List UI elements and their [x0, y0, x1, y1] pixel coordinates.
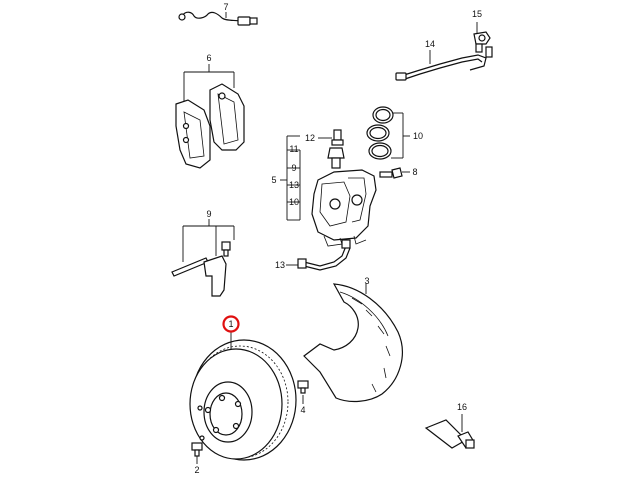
callout-4: 4: [300, 405, 305, 415]
callout-14: 14: [425, 39, 435, 49]
callout-12: 12: [305, 133, 315, 143]
callout-10-caliper: 10: [289, 197, 299, 207]
callout-2: 2: [194, 465, 199, 475]
callout-15: 15: [472, 9, 482, 19]
callout-8: 8: [412, 167, 417, 177]
callout-9-caliper: 9: [291, 163, 296, 173]
part-12-bleeder[interactable]: [331, 129, 344, 146]
part-14-brake-line[interactable]: [395, 46, 493, 81]
part-4-screw[interactable]: [297, 380, 309, 394]
part-10-seals[interactable]: [366, 106, 394, 160]
callout-5: 5: [271, 175, 276, 185]
part-7-wear-sensor[interactable]: [178, 11, 258, 26]
part-16-grease-tube[interactable]: [424, 419, 475, 449]
callout-13-caliper: 13: [289, 180, 299, 190]
callout-6: 6: [206, 53, 211, 63]
callout-13-hose: 13: [275, 260, 285, 270]
part-6-brake-pads[interactable]: [175, 64, 245, 169]
part-8-bolt[interactable]: [379, 167, 403, 179]
callout-1-highlight[interactable]: 1: [222, 315, 240, 351]
part-11-cap[interactable]: [327, 147, 345, 169]
part-2-disc-screw[interactable]: [191, 442, 203, 457]
part-1-brake-disc[interactable]: [189, 339, 297, 461]
callout-16: 16: [457, 402, 467, 412]
callout-1: 1: [228, 319, 233, 329]
part-15-fitting[interactable]: [473, 31, 491, 53]
callout-3: 3: [364, 276, 369, 286]
brake-caliper[interactable]: [311, 169, 377, 247]
part-9-pad-hardware[interactable]: [171, 219, 235, 297]
callout-9-hardware: 9: [206, 209, 211, 219]
callout-10-seals: 10: [413, 131, 423, 141]
part-3-dust-shield[interactable]: [303, 283, 403, 403]
callout-7: 7: [223, 2, 228, 12]
callout-11: 11: [289, 144, 298, 154]
part-13-brake-hose[interactable]: [297, 239, 351, 271]
